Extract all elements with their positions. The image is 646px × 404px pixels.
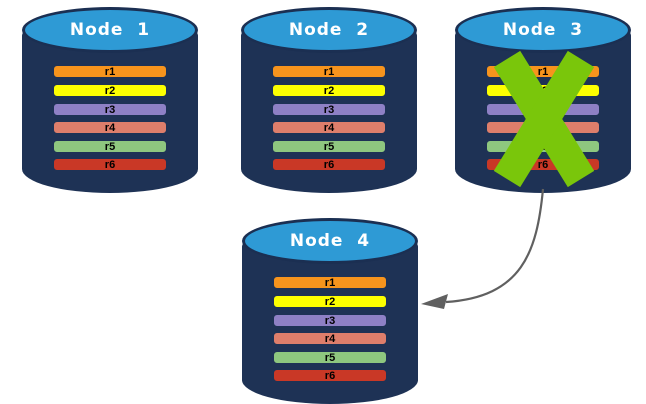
replica-row: r6 xyxy=(272,158,386,171)
replica-row: r3 xyxy=(486,103,600,116)
replica-row: r2 xyxy=(272,84,386,97)
replica-row: r6 xyxy=(53,158,167,171)
node-1: r1 r2 r3 r4 r5 r6 Node 1 xyxy=(22,7,198,193)
replica-row: r3 xyxy=(272,103,386,116)
replica-row: r1 xyxy=(272,65,386,78)
cylinder-top: Node 2 xyxy=(241,7,417,53)
cylinder-top: Node 1 xyxy=(22,7,198,53)
node-3: r1 r2 r3 r4 r5 r6 Node 3 xyxy=(455,7,631,193)
node-label: Node 3 xyxy=(502,20,584,40)
replica-row: r3 xyxy=(53,103,167,116)
replica-row: r5 xyxy=(53,140,167,153)
replica-row: r4 xyxy=(273,332,387,345)
replica-row: r5 xyxy=(272,140,386,153)
replica-row: r2 xyxy=(273,295,387,308)
replica-row: r1 xyxy=(53,65,167,78)
replica-row: r6 xyxy=(273,369,387,382)
cylinder-top: Node 4 xyxy=(242,218,418,264)
node-label: Node 4 xyxy=(289,231,371,251)
replica-row: r4 xyxy=(53,121,167,134)
replica-row: r2 xyxy=(53,84,167,97)
replica-row: r2 xyxy=(486,84,600,97)
replica-row: r5 xyxy=(486,140,600,153)
replica-row: r5 xyxy=(273,351,387,364)
replica-row: r4 xyxy=(272,121,386,134)
node-label: Node 2 xyxy=(288,20,370,40)
node-label: Node 1 xyxy=(69,20,151,40)
replica-row: r1 xyxy=(273,276,387,289)
replica-row: r6 xyxy=(486,158,600,171)
cylinder-top: Node 3 xyxy=(455,7,631,53)
replica-row: r3 xyxy=(273,314,387,327)
node-2: r1 r2 r3 r4 r5 r6 Node 2 xyxy=(241,7,417,193)
replica-row: r4 xyxy=(486,121,600,134)
arrowhead-icon xyxy=(421,294,448,309)
node-4: r1 r2 r3 r4 r5 r6 Node 4 xyxy=(242,218,418,404)
replica-row: r1 xyxy=(486,65,600,78)
